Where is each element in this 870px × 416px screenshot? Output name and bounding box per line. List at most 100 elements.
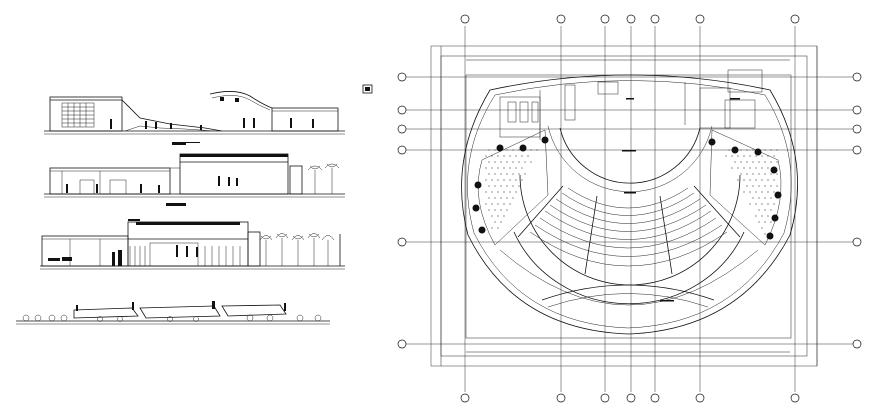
- stipple-dot: [488, 209, 490, 211]
- stipple-dot: [500, 173, 502, 175]
- stipple-dot: [758, 197, 760, 199]
- stipple-dot: [734, 161, 736, 163]
- stipple-dot: [776, 149, 778, 151]
- stipple-dot: [506, 197, 508, 199]
- stipple-dot: [497, 203, 499, 205]
- stipple-dot: [536, 149, 538, 151]
- stipple-dot: [773, 179, 775, 181]
- grid-bubbles-top: [460, 14, 800, 24]
- elevation-3: [40, 219, 345, 270]
- stipple-dot: [770, 161, 772, 163]
- stipple-dot: [527, 155, 529, 157]
- stipple-dot: [512, 173, 514, 175]
- stipple-dot: [746, 161, 748, 163]
- vertical-grid-lines: [464, 26, 796, 392]
- stipple-dot: [491, 167, 493, 169]
- stipple-dot: [515, 155, 517, 157]
- stipple-dot: [770, 209, 772, 211]
- stipple-dot: [485, 155, 487, 157]
- stipple-dot: [515, 191, 517, 193]
- stipple-dot: [518, 173, 520, 175]
- elevation-1: [44, 91, 345, 145]
- stipple-dot: [503, 167, 505, 169]
- stipple-dot: [761, 191, 763, 193]
- stipple-dot: [500, 161, 502, 163]
- stipple-dot: [755, 155, 757, 157]
- stipple-dot: [494, 185, 496, 187]
- stipple-dot: [509, 167, 511, 169]
- stipple-dot: [767, 167, 769, 169]
- stipple-dot: [737, 167, 739, 169]
- stipple-dot: [491, 179, 493, 181]
- stipple-dot: [491, 203, 493, 205]
- stipple-dot: [764, 149, 766, 151]
- palm-tree-icon: [307, 163, 340, 194]
- stipple-dot: [755, 191, 757, 193]
- stipple-dot: [497, 215, 499, 217]
- stipple-dot: [746, 173, 748, 175]
- stipple-dot: [488, 197, 490, 199]
- stipple-dot: [485, 191, 487, 193]
- elevation-4: [16, 301, 330, 325]
- stipple-dot: [488, 161, 490, 163]
- stipple-dot: [521, 167, 523, 169]
- stipple-dot: [506, 185, 508, 187]
- stipple-dot: [524, 173, 526, 175]
- stipple-dot: [746, 149, 748, 151]
- stipple-dot: [494, 149, 496, 151]
- stipple-dot: [485, 179, 487, 181]
- stipple-dot: [725, 155, 727, 157]
- stipple-dot: [503, 179, 505, 181]
- stipple-dot: [758, 161, 760, 163]
- service-rooms: [499, 69, 763, 140]
- stipple-dot: [749, 179, 751, 181]
- stipple-dot: [764, 197, 766, 199]
- stipple-dot: [752, 173, 754, 175]
- stipple-dot: [767, 215, 769, 217]
- stipple-dot: [515, 167, 517, 169]
- stipple-dot: [764, 209, 766, 211]
- stipple-dot: [764, 233, 766, 235]
- stipple-dot: [497, 155, 499, 157]
- stipple-dot: [497, 179, 499, 181]
- stipple-dot: [491, 215, 493, 217]
- stipple-dot: [488, 173, 490, 175]
- stipple-dot: [770, 149, 772, 151]
- stipple-dot: [740, 161, 742, 163]
- landscape-stipple-left: [485, 149, 538, 229]
- section-marker-icon: [362, 84, 373, 94]
- stipple-dot: [530, 149, 532, 151]
- stipple-dot: [506, 149, 508, 151]
- stipple-dot: [485, 203, 487, 205]
- stipple-dot: [497, 227, 499, 229]
- stipple-dot: [758, 185, 760, 187]
- grid-bubbles-left: [397, 72, 407, 349]
- stipple-dot: [767, 203, 769, 205]
- stipple-dot: [521, 155, 523, 157]
- stipple-dot: [515, 179, 517, 181]
- grid-bubbles-bottom: [460, 393, 800, 403]
- stipple-dot: [764, 185, 766, 187]
- stipple-dot: [728, 149, 730, 151]
- stipple-dot: [749, 155, 751, 157]
- stipple-dot: [758, 221, 760, 223]
- stipple-dot: [518, 149, 520, 151]
- stipple-dot: [740, 149, 742, 151]
- stipple-dot: [764, 221, 766, 223]
- stipple-dot: [755, 167, 757, 169]
- stipple-dot: [770, 197, 772, 199]
- stipple-dot: [749, 167, 751, 169]
- stipple-dot: [494, 221, 496, 223]
- auditorium-floor-plan: [397, 14, 862, 403]
- stipple-dot: [773, 203, 775, 205]
- stipple-dot: [737, 179, 739, 181]
- stipple-dot: [761, 155, 763, 157]
- stipple-dot: [503, 215, 505, 217]
- stipple-dot: [767, 179, 769, 181]
- stipple-dot: [731, 155, 733, 157]
- stipple-dot: [776, 173, 778, 175]
- stipple-dot: [767, 155, 769, 157]
- stipple-dot: [518, 185, 520, 187]
- grid-bubbles-right: [852, 72, 862, 349]
